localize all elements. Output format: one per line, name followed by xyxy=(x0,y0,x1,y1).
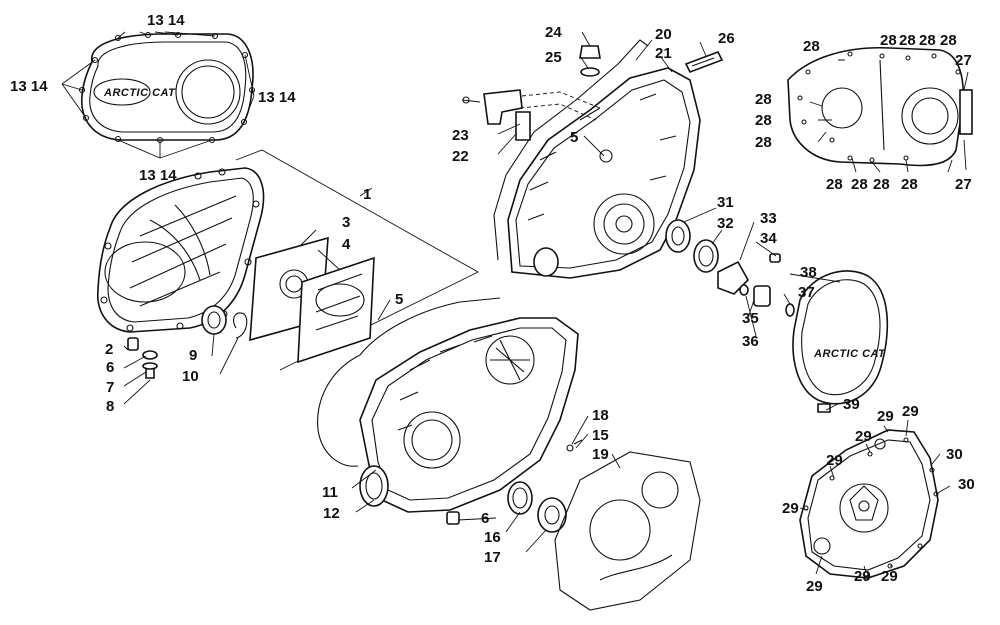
callout-36: 36 xyxy=(742,333,759,350)
callout-28-i: 28 xyxy=(826,176,843,193)
callout-29-h: 29 xyxy=(881,568,898,585)
washer-37 xyxy=(785,303,795,317)
callout-13-14-top: 13 14 xyxy=(147,12,185,29)
callout-labels: 1 2 3 4 5 5 6 6 7 8 9 10 11 12 13 14 13 … xyxy=(10,12,975,595)
callout-28-b: 28 xyxy=(880,32,897,49)
callout-27-top: 27 xyxy=(955,52,972,69)
crankcase-half xyxy=(359,317,579,525)
inner-clutch-cover xyxy=(97,167,265,333)
callout-29-b: 29 xyxy=(902,403,919,420)
callout-28-e: 28 xyxy=(940,32,957,49)
callout-27-bottom: 27 xyxy=(955,176,972,193)
callout-35: 35 xyxy=(742,310,759,327)
callout-6-bottom: 6 xyxy=(481,510,489,527)
callout-30-a: 30 xyxy=(946,446,963,463)
callout-18: 18 xyxy=(592,407,609,424)
callout-12: 12 xyxy=(323,505,340,522)
callout-23: 23 xyxy=(452,127,469,144)
callout-28-f: 28 xyxy=(755,91,772,108)
callout-9: 9 xyxy=(189,347,197,364)
callout-7: 7 xyxy=(106,379,114,396)
callout-33: 33 xyxy=(760,210,777,227)
callout-28-d: 28 xyxy=(919,32,936,49)
callout-21: 21 xyxy=(655,45,672,62)
callout-19: 19 xyxy=(592,446,609,463)
callout-29-f: 29 xyxy=(806,578,823,595)
callout-38: 38 xyxy=(800,264,817,281)
callout-29-a: 29 xyxy=(877,408,894,425)
callout-39: 39 xyxy=(843,396,860,413)
callout-28-j: 28 xyxy=(851,176,868,193)
callout-2: 2 xyxy=(105,341,113,358)
callout-29-e: 29 xyxy=(782,500,799,517)
leader-lines xyxy=(123,31,969,575)
cover-gasket-right xyxy=(554,439,701,611)
label-plate xyxy=(684,50,724,74)
callout-1: 1 xyxy=(363,186,371,203)
callout-11: 11 xyxy=(322,484,338,501)
callout-15: 15 xyxy=(592,427,609,444)
outer-clutch-cover: ARCTIC CAT xyxy=(61,31,256,159)
callout-6-left: 6 xyxy=(106,359,114,376)
callout-30-b: 30 xyxy=(958,476,975,493)
callout-13-14-right: 13 14 xyxy=(258,89,296,106)
water-pump-cover xyxy=(799,429,939,579)
bolt-39 xyxy=(817,403,831,413)
seal-32 xyxy=(693,239,719,273)
bearing-31 xyxy=(665,219,691,253)
callout-31: 31 xyxy=(717,194,734,211)
side-cover: ARCTIC CAT xyxy=(792,270,889,405)
callout-32: 32 xyxy=(717,215,734,232)
side-cover-brand: ARCTIC CAT xyxy=(813,348,886,360)
bolt-34 xyxy=(769,253,781,263)
oil-seal xyxy=(507,481,533,515)
callout-26: 26 xyxy=(718,30,735,47)
callout-28-c: 28 xyxy=(899,32,916,49)
callout-10: 10 xyxy=(182,368,199,385)
callout-28-h: 28 xyxy=(755,134,772,151)
bearing xyxy=(201,305,227,335)
sleeve-35 xyxy=(739,284,771,307)
callout-22: 22 xyxy=(452,148,469,165)
callout-28-l: 28 xyxy=(901,176,918,193)
snap-ring xyxy=(233,312,248,339)
callout-28-k: 28 xyxy=(873,176,890,193)
callout-8: 8 xyxy=(106,398,114,415)
crankcase-gasket-upper xyxy=(493,39,649,261)
callout-37: 37 xyxy=(798,284,815,301)
sensor-bracket xyxy=(461,89,601,141)
air-duct-plate xyxy=(297,256,375,364)
callout-28-a: 28 xyxy=(803,38,820,55)
crankcase-gasket xyxy=(317,297,501,467)
callout-5-top: 5 xyxy=(570,129,578,146)
callout-34: 34 xyxy=(760,230,777,247)
callout-29-g: 29 xyxy=(854,568,871,585)
brand-text: ARCTIC CAT xyxy=(103,87,176,99)
callout-13-14-bottom: 13 14 xyxy=(139,167,177,184)
callout-3: 3 xyxy=(342,214,350,231)
callout-28-g: 28 xyxy=(755,112,772,129)
plug-and-washer xyxy=(579,45,601,77)
callout-13-14-left: 13 14 xyxy=(10,78,48,95)
magneto-cover-top-right xyxy=(787,46,973,167)
callout-4: 4 xyxy=(342,236,351,253)
crank-bearing xyxy=(537,497,567,533)
callout-29-d: 29 xyxy=(826,452,843,469)
brand-badge xyxy=(93,78,151,106)
callout-5-left: 5 xyxy=(395,291,403,308)
callout-17: 17 xyxy=(484,549,501,566)
callout-29-c: 29 xyxy=(855,428,872,445)
small-hardware-left xyxy=(127,337,158,379)
callout-16: 16 xyxy=(484,529,501,546)
callout-25: 25 xyxy=(545,49,562,66)
callout-24: 24 xyxy=(545,24,562,41)
crankcase-main xyxy=(507,67,701,279)
callout-20: 20 xyxy=(655,26,672,43)
